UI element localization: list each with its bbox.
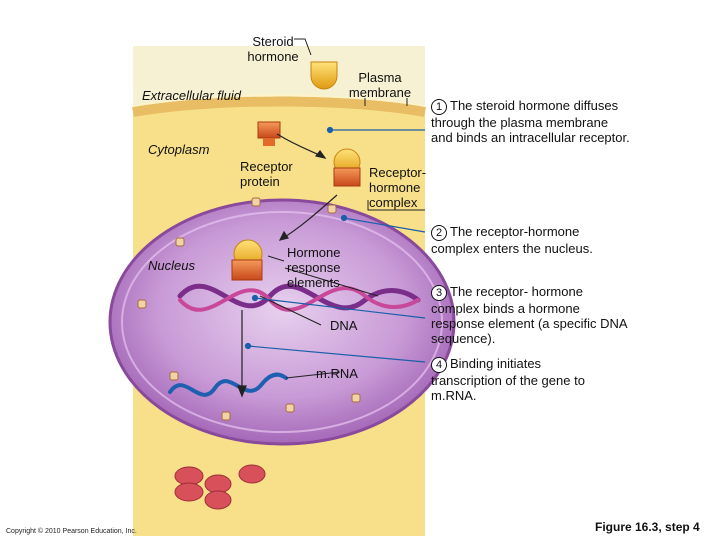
mrna-strand — [168, 372, 288, 397]
label-receptor-protein: Receptor protein — [240, 159, 310, 189]
label-plasma-membrane: Plasma membrane — [337, 70, 423, 100]
nuclear-pores — [137, 197, 361, 421]
step-4-text: Binding initiates transcription of the g… — [431, 356, 585, 403]
step-connectors — [244, 126, 426, 363]
receptor-protein-shape — [257, 121, 281, 146]
copyright-notice: Copyright © 2010 Pearson Education, Inc. — [6, 528, 137, 535]
dna-helix — [177, 283, 421, 312]
mrna-text: m.RNA — [316, 366, 358, 381]
step-3-text: The receptor- hormone complex binds a ho… — [431, 284, 627, 346]
dna-text: DNA — [330, 318, 358, 333]
step-2-text: The receptor-hormone complex enters the … — [431, 224, 593, 256]
label-mrna: m.RNA — [316, 366, 358, 381]
label-receptor-hormone-complex: Receptor-hormone complex — [369, 165, 433, 210]
figure-reference: Figure 16.3, step 4 — [595, 520, 700, 534]
receptor-hormone-complex-cytoplasm — [333, 148, 361, 187]
extracellular-fluid-text: Extracellular fluid — [142, 88, 241, 103]
steroid-hormone-molecule — [310, 61, 338, 90]
receptor-hormone-complex-text: Receptor-hormone complex — [369, 165, 427, 210]
label-cytoplasm: Cytoplasm — [148, 142, 209, 157]
cytoplasm-text: Cytoplasm — [148, 142, 210, 157]
ribosomes — [174, 464, 266, 510]
nucleus — [108, 198, 456, 446]
nucleus-text: Nucleus — [148, 258, 195, 273]
leader-lines — [259, 38, 425, 379]
process-arrows — [237, 133, 338, 398]
label-steroid-hormone: Steroid hormone — [236, 34, 310, 64]
hormone-response-elements-text: Hormone response elements — [287, 245, 341, 290]
step-1-text: The steroid hormone diffuses through the… — [431, 98, 630, 145]
step-2-number: 2 — [431, 225, 447, 241]
plasma-membrane-text: Plasma membrane — [348, 70, 412, 100]
receptor-hormone-complex-nucleus — [231, 239, 263, 281]
step-1-number: 1 — [431, 99, 447, 115]
label-hormone-response-elements: Hormone response elements — [287, 245, 359, 290]
steroid-hormone-text: Steroid hormone — [247, 34, 299, 64]
receptor-protein-text: Receptor protein — [240, 159, 293, 189]
step-3-number: 3 — [431, 285, 447, 301]
label-dna: DNA — [330, 318, 357, 333]
label-nucleus: Nucleus — [148, 258, 195, 273]
label-extracellular-fluid: Extracellular fluid — [142, 88, 241, 103]
step-4-number: 4 — [431, 357, 447, 373]
plasma-membrane — [132, 96, 426, 117]
